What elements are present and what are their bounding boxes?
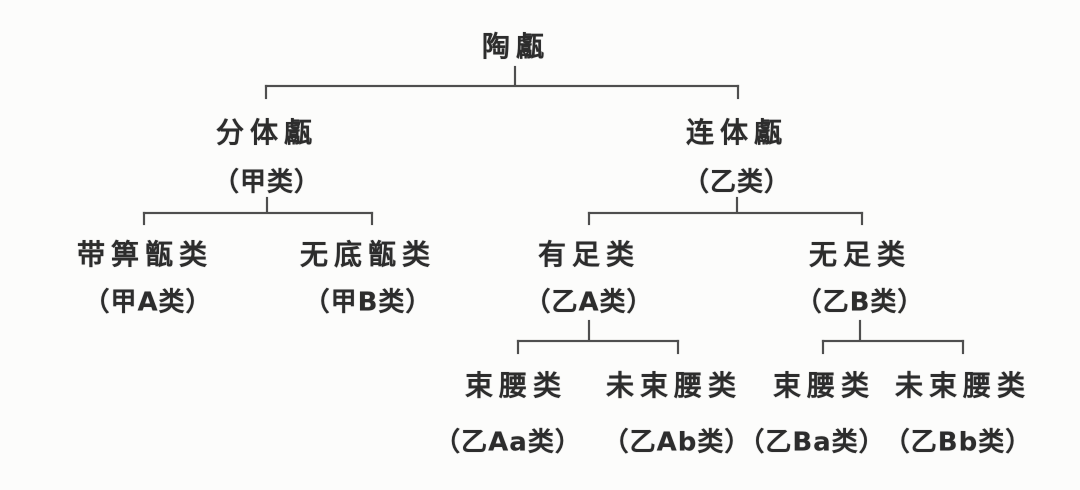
connector-jia-drop-left — [143, 212, 145, 225]
connector-root-drop-right — [737, 85, 739, 99]
connector-yi-b-bar — [822, 340, 964, 342]
connector-yi-a-drop-right — [677, 340, 679, 354]
node-wei-shu-yao-b-label: 未束腰类 — [894, 369, 1032, 402]
node-dai-bi-zeng-label: 带箅甑类 — [76, 238, 214, 271]
connector-root-bar — [265, 85, 739, 87]
node-wu-zu-class: （乙B类） — [795, 287, 925, 318]
connector-yi-drop-left — [588, 212, 590, 225]
node-wei-shu-yao-a-label: 未束腰类 — [605, 369, 743, 402]
connector-yi-b-drop-left — [822, 340, 824, 354]
node-wei-shu-yao-a-class: （乙Ab类） — [602, 427, 752, 458]
node-tao-yan-label: 陶甗 — [481, 30, 551, 63]
connector-yi-b-stem — [859, 320, 861, 341]
connector-root-stem — [514, 66, 516, 86]
connector-root-drop-left — [265, 85, 267, 99]
node-shu-yao-b-class: （乙Ba类） — [738, 427, 886, 458]
connector-yi-b-drop-right — [962, 340, 964, 354]
node-wu-di-zeng-label: 无底甑类 — [299, 238, 437, 271]
connector-yi-a-drop-left — [517, 340, 519, 354]
node-fen-ti-yan-label: 分体甗 — [215, 116, 319, 149]
connector-jia-bar — [143, 212, 373, 214]
connector-jia-stem — [266, 197, 268, 213]
connector-jia-drop-right — [371, 212, 373, 225]
node-shu-yao-b-label: 束腰类 — [772, 369, 876, 402]
connector-yi-stem — [736, 197, 738, 213]
node-you-zu-label: 有足类 — [537, 238, 641, 271]
node-wu-di-zeng-class: （甲B类） — [303, 287, 433, 318]
node-lian-ti-yan-label: 连体甗 — [685, 116, 789, 149]
node-shu-yao-a-label: 束腰类 — [464, 369, 568, 402]
node-dai-bi-zeng-class: （甲A类） — [83, 287, 213, 318]
connector-yi-a-stem — [588, 320, 590, 341]
node-wei-shu-yao-b-class: （乙Bb类） — [883, 427, 1033, 458]
node-fen-ti-yan-class: （甲类） — [212, 167, 322, 198]
connector-yi-drop-right — [861, 212, 863, 225]
node-lian-ti-yan-class: （乙类） — [682, 167, 792, 198]
connector-yi-a-bar — [517, 340, 679, 342]
node-shu-yao-a-class: （乙Aa类） — [434, 427, 582, 458]
node-wu-zu-label: 无足类 — [808, 238, 912, 271]
connector-yi-bar — [588, 212, 863, 214]
node-you-zu-class: （乙A类） — [524, 287, 654, 318]
